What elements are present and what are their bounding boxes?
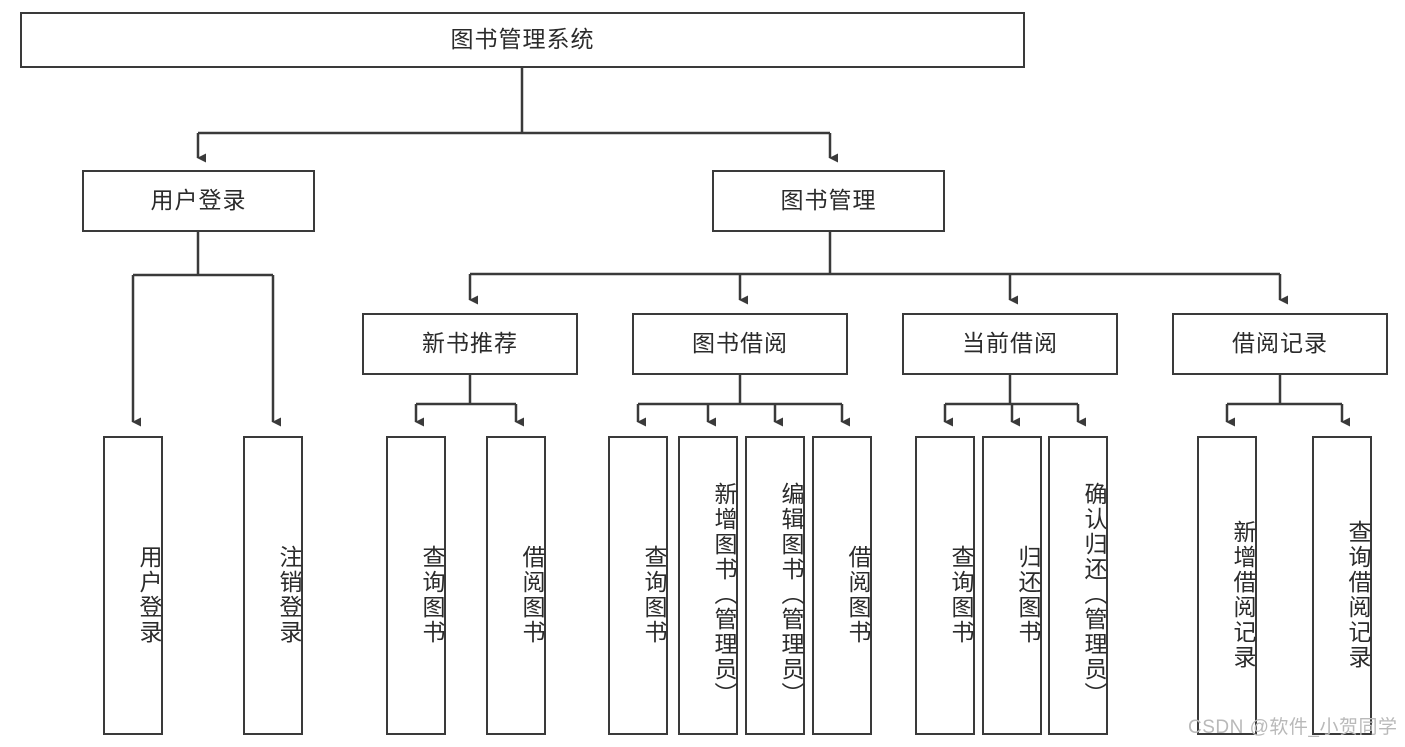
node-leaf-query-book-1[interactable]: 查询图书 xyxy=(386,436,446,735)
node-leaf-return-book[interactable]: 归还图书 xyxy=(982,436,1042,735)
node-leaf-query-book-3[interactable]: 查询图书 xyxy=(915,436,975,735)
node-leaf-user-logout[interactable]: 注销登录 xyxy=(243,436,303,735)
node-leaf-query-borrow-record[interactable]: 查询借阅记录 xyxy=(1312,436,1372,735)
node-leaf-query-borrow-record-label: 查询借阅记录 xyxy=(1345,519,1371,670)
node-leaf-confirm-return-admin-label: 确认归还（管理员） xyxy=(1081,482,1107,707)
node-leaf-return-book-label: 归还图书 xyxy=(1015,544,1041,645)
node-book-manage-label: 图书管理 xyxy=(780,187,877,214)
node-root-label: 图书管理系统 xyxy=(450,26,595,53)
node-leaf-borrow-book-2[interactable]: 借阅图书 xyxy=(812,436,872,735)
node-book-manage[interactable]: 图书管理 xyxy=(712,170,945,232)
node-book-borrow[interactable]: 图书借阅 xyxy=(632,313,848,375)
node-leaf-borrow-book-1-label: 借阅图书 xyxy=(519,544,545,645)
node-user-login[interactable]: 用户登录 xyxy=(82,170,315,232)
node-book-borrow-label: 图书借阅 xyxy=(692,330,788,357)
node-leaf-query-book-3-label: 查询图书 xyxy=(948,544,974,645)
csdn-watermark: CSDN @软件_小贺同学 xyxy=(1188,717,1398,738)
node-borrow-record-label: 借阅记录 xyxy=(1232,330,1328,357)
node-leaf-add-book-admin[interactable]: 新增图书（管理员） xyxy=(678,436,738,735)
node-leaf-borrow-book-2-label: 借阅图书 xyxy=(845,544,871,645)
node-leaf-query-book-1-label: 查询图书 xyxy=(419,544,445,645)
node-current-borrow[interactable]: 当前借阅 xyxy=(902,313,1118,375)
node-leaf-query-book-2-label: 查询图书 xyxy=(641,544,667,645)
node-user-login-label: 用户登录 xyxy=(150,187,247,214)
node-borrow-record[interactable]: 借阅记录 xyxy=(1172,313,1388,375)
node-leaf-add-borrow-record-label: 新增借阅记录 xyxy=(1230,519,1256,670)
node-leaf-query-book-2[interactable]: 查询图书 xyxy=(608,436,668,735)
node-leaf-edit-book-admin-label: 编辑图书（管理员） xyxy=(778,482,804,707)
node-leaf-user-logout-label: 注销登录 xyxy=(276,544,302,645)
node-leaf-add-book-admin-label: 新增图书（管理员） xyxy=(711,482,737,707)
node-leaf-edit-book-admin[interactable]: 编辑图书（管理员） xyxy=(745,436,805,735)
node-leaf-confirm-return-admin[interactable]: 确认归还（管理员） xyxy=(1048,436,1108,735)
node-leaf-user-login[interactable]: 用户登录 xyxy=(103,436,163,735)
node-new-book-recommend-label: 新书推荐 xyxy=(422,330,518,357)
node-current-borrow-label: 当前借阅 xyxy=(962,330,1058,357)
node-leaf-borrow-book-1[interactable]: 借阅图书 xyxy=(486,436,546,735)
node-new-book-recommend[interactable]: 新书推荐 xyxy=(362,313,578,375)
node-root[interactable]: 图书管理系统 xyxy=(20,12,1025,68)
node-leaf-user-login-label: 用户登录 xyxy=(136,544,162,645)
node-leaf-add-borrow-record[interactable]: 新增借阅记录 xyxy=(1197,436,1257,735)
